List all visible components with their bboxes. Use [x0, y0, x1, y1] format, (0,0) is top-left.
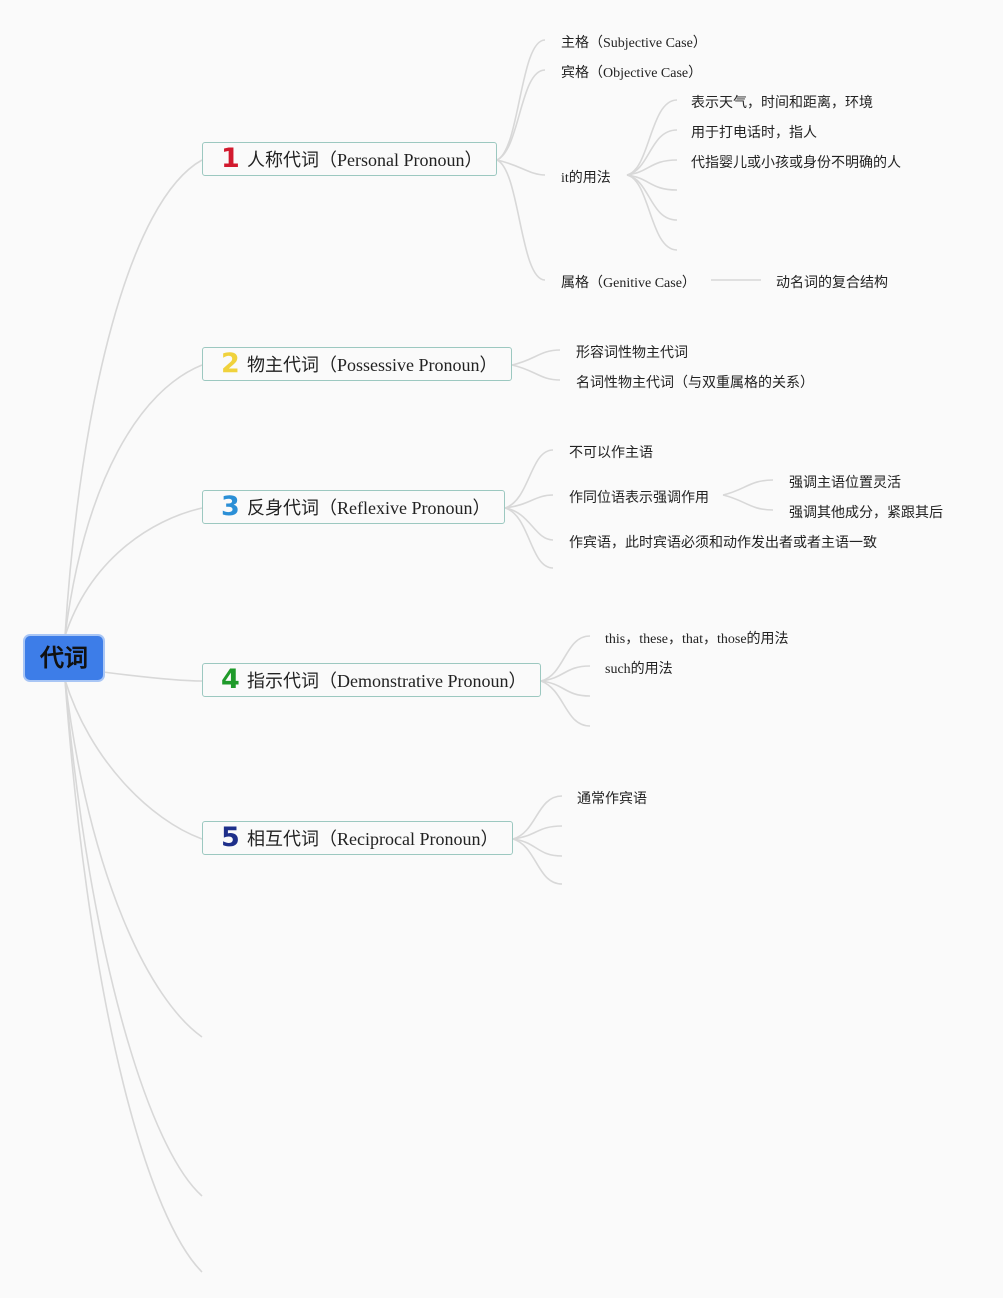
- node-it-item-baby[interactable]: 代指婴儿或小孩或身份不明确的人: [691, 155, 901, 171]
- node-it-item-weather[interactable]: 表示天气，时间和距离，环境: [691, 95, 873, 111]
- branch-number: 2: [221, 348, 240, 379]
- node-not-subject[interactable]: 不可以作主语: [569, 445, 653, 461]
- node-subjective-case[interactable]: 主格（Subjective Case）: [561, 32, 707, 52]
- link-root-1: [64, 159, 203, 637]
- branch-possessive-pronoun[interactable]: 2 物主代词 （Possessive Pronoun）: [202, 347, 512, 381]
- link-root-3: [64, 507, 203, 637]
- node-adjective-possessive[interactable]: 形容词性物主代词: [576, 345, 688, 361]
- node-label-zh: 的用法: [746, 631, 789, 647]
- node-usually-object[interactable]: 通常作宾语: [577, 791, 647, 807]
- node-label-zh: 宾格: [561, 65, 589, 81]
- branch-number: 5: [221, 822, 240, 853]
- node-as-object[interactable]: 作宾语，此时宾语必须和动作发出者或者主语一致: [569, 535, 877, 551]
- root-node[interactable]: 代词: [25, 636, 103, 680]
- node-label-zh: 的用法: [630, 661, 673, 677]
- branch-number: 1: [221, 143, 240, 174]
- branch-label-en: （Possessive Pronoun）: [319, 355, 498, 375]
- node-gerund-compound[interactable]: 动名词的复合结构: [776, 275, 888, 291]
- link-root-5: [64, 679, 203, 840]
- link-root-2: [64, 364, 203, 637]
- branch-number: 4: [221, 664, 240, 695]
- link-root-6: [64, 679, 203, 1038]
- branch-label-en: （Reflexive Pronoun）: [319, 498, 491, 518]
- branch-number: 3: [221, 491, 240, 522]
- branch-label-zh: 反身代词: [247, 498, 319, 519]
- node-label-en: （Subjective Case）: [589, 36, 707, 51]
- node-objective-case[interactable]: 宾格（Objective Case）: [561, 62, 702, 82]
- link-root-8: [64, 679, 203, 1273]
- node-noun-possessive[interactable]: 名词性物主代词（与双重属格的关系）: [576, 375, 814, 391]
- node-it-item-phone[interactable]: 用于打电话时，指人: [691, 125, 817, 141]
- branch-personal-pronoun[interactable]: 1 人称代词 （Personal Pronoun）: [202, 142, 497, 176]
- node-label-zh: 主格: [561, 35, 589, 51]
- node-label-zh: 属格: [561, 275, 589, 291]
- node-label-en: （Genitive Case）: [589, 276, 696, 291]
- node-such-usage[interactable]: such的用法: [605, 658, 673, 678]
- branch-label-zh: 物主代词: [247, 355, 319, 376]
- branch-label-en: （Demonstrative Pronoun）: [319, 671, 527, 691]
- node-label-en: such: [605, 662, 631, 677]
- branch-label-en: （Reciprocal Pronoun）: [319, 829, 499, 849]
- branch-label-zh: 指示代词: [247, 671, 319, 692]
- branch-label-zh: 相互代词: [247, 829, 319, 850]
- branch-label-en: （Personal Pronoun）: [319, 150, 483, 170]
- branch-label-zh: 人称代词: [247, 150, 319, 171]
- node-this-these-that-those[interactable]: this，these，that，those的用法: [605, 628, 789, 648]
- node-label-en: this，these，that，those: [605, 632, 747, 647]
- branch-demonstrative-pronoun[interactable]: 4 指示代词 （Demonstrative Pronoun）: [202, 663, 541, 697]
- branch-reflexive-pronoun[interactable]: 3 反身代词 （Reflexive Pronoun）: [202, 490, 505, 524]
- link-root-7: [64, 679, 203, 1197]
- node-label-en: it: [561, 171, 569, 186]
- link-root-4: [102, 671, 203, 682]
- node-appositive-emphasis[interactable]: 作同位语表示强调作用: [569, 490, 709, 506]
- branch-reciprocal-pronoun[interactable]: 5 相互代词 （Reciprocal Pronoun）: [202, 821, 513, 855]
- node-label-en: （Objective Case）: [589, 66, 703, 81]
- node-emphasize-subject[interactable]: 强调主语位置灵活: [789, 475, 901, 491]
- node-genitive-case[interactable]: 属格（Genitive Case）: [561, 272, 696, 292]
- node-label-zh: 的用法: [568, 170, 611, 186]
- node-emphasize-other[interactable]: 强调其他成分，紧跟其后: [789, 505, 943, 521]
- node-it-usage[interactable]: it的用法: [561, 167, 611, 187]
